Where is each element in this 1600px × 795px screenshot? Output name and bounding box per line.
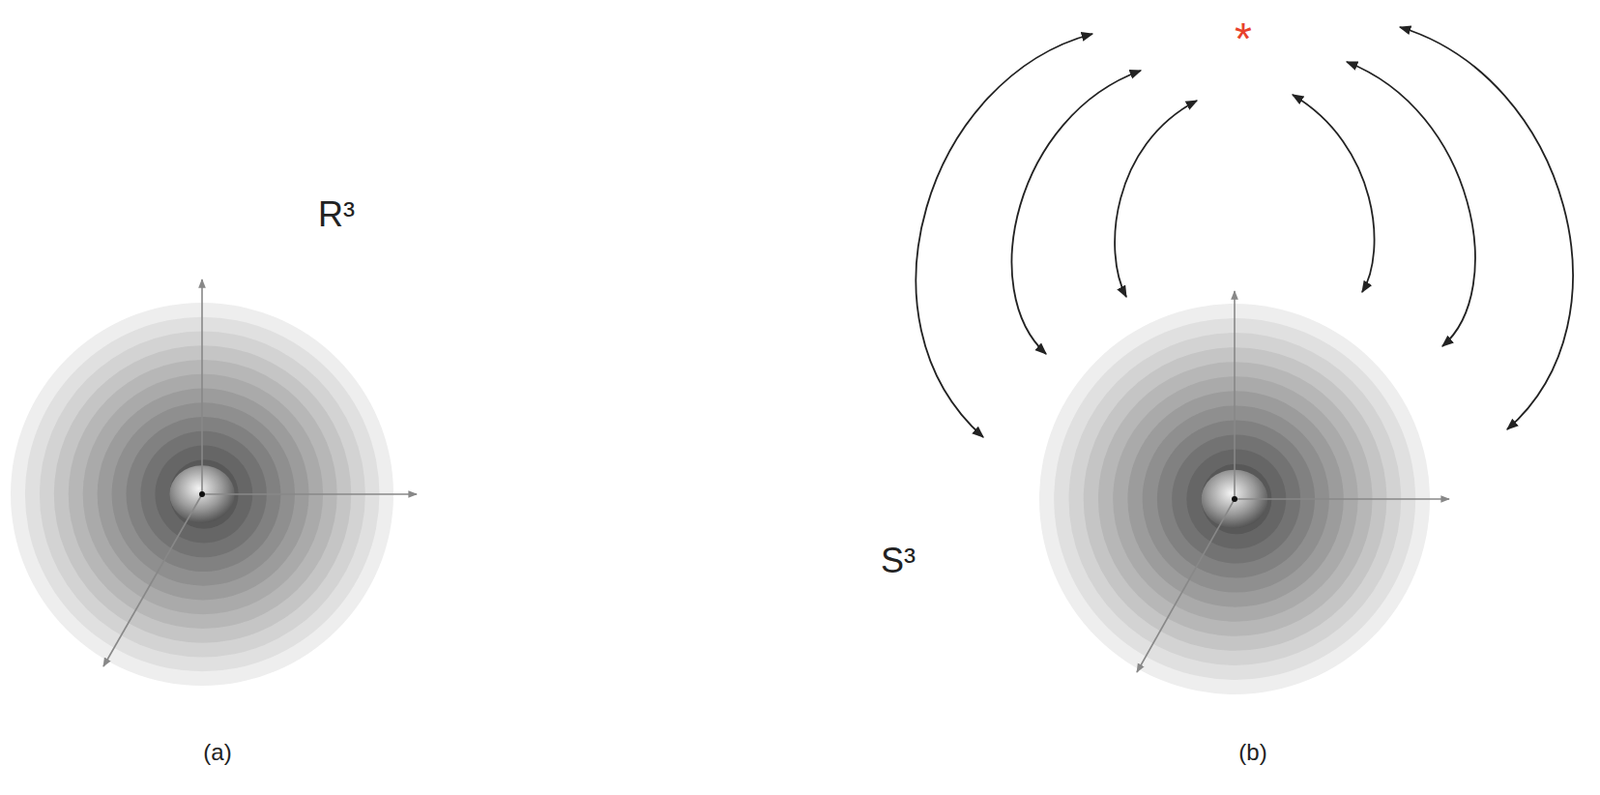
point-at-infinity: * (1234, 16, 1252, 61)
panel-caption: (b) (1238, 740, 1267, 764)
compactification-arrows (915, 27, 1573, 437)
origin-dot (1231, 495, 1238, 502)
panel-caption: (a) (203, 740, 232, 764)
space-label: S³ (880, 543, 916, 579)
space-label: R³ (318, 197, 355, 233)
origin-dot (199, 491, 205, 497)
coordinate-axes (103, 279, 1450, 672)
